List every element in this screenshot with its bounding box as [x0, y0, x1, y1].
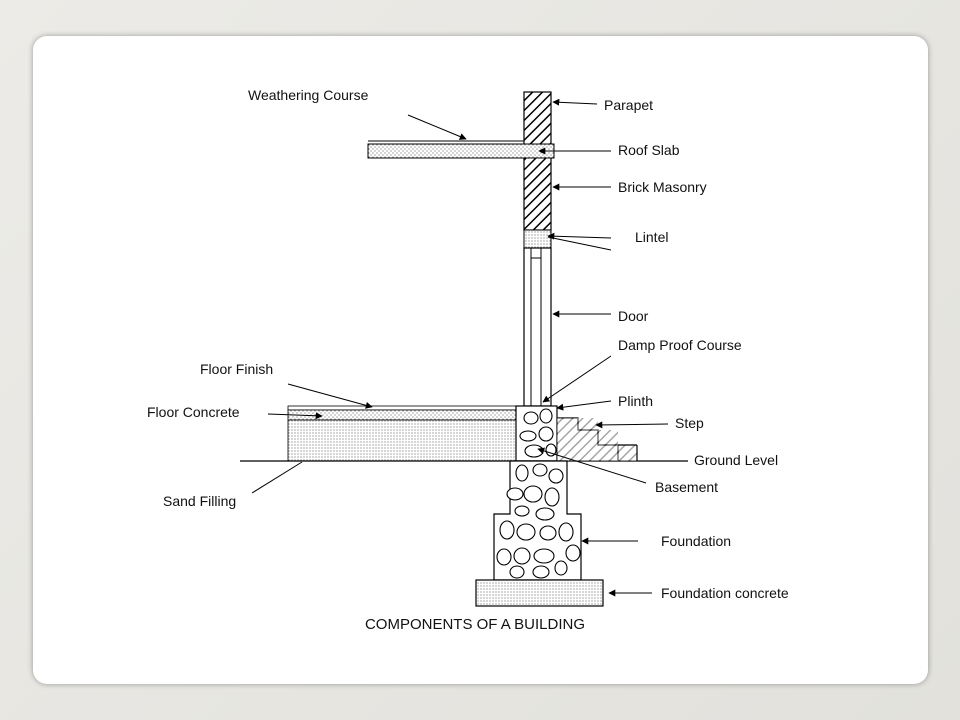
label-floor-finish: Floor Finish — [200, 361, 273, 377]
label-ground-level: Ground Level — [694, 452, 778, 468]
label-parapet: Parapet — [604, 97, 653, 113]
label-plinth: Plinth — [618, 393, 653, 409]
rubble-stones — [496, 408, 581, 579]
floor-finish — [287, 405, 517, 411]
diagram-title: COMPONENTS OF A BUILDING — [364, 616, 586, 633]
roof-slab — [367, 143, 555, 159]
label-floor-concrete: Floor Concrete — [147, 404, 240, 420]
parapet-wall — [523, 91, 552, 231]
leader-lines — [251, 98, 669, 597]
lintel — [523, 229, 552, 249]
label-weathering-course: Weathering Course — [248, 87, 369, 103]
floor-concrete — [287, 409, 517, 421]
label-door: Door — [618, 308, 649, 324]
label-roof-slab: Roof Slab — [618, 142, 680, 158]
label-foundation-concrete: Foundation concrete — [661, 585, 789, 601]
label-brick-masonry: Brick Masonry — [618, 179, 707, 195]
label-basement: Basement — [655, 479, 718, 495]
label-sand-filling: Sand Filling — [163, 493, 236, 509]
label-foundation: Foundation — [661, 533, 731, 549]
foundation-concrete-block — [475, 579, 604, 607]
label-lintel: Lintel — [635, 229, 668, 245]
label-damp-proof-course: Damp Proof Course — [618, 337, 742, 353]
door-frame — [523, 247, 552, 407]
label-step: Step — [675, 415, 704, 431]
sand-filling — [287, 419, 517, 462]
